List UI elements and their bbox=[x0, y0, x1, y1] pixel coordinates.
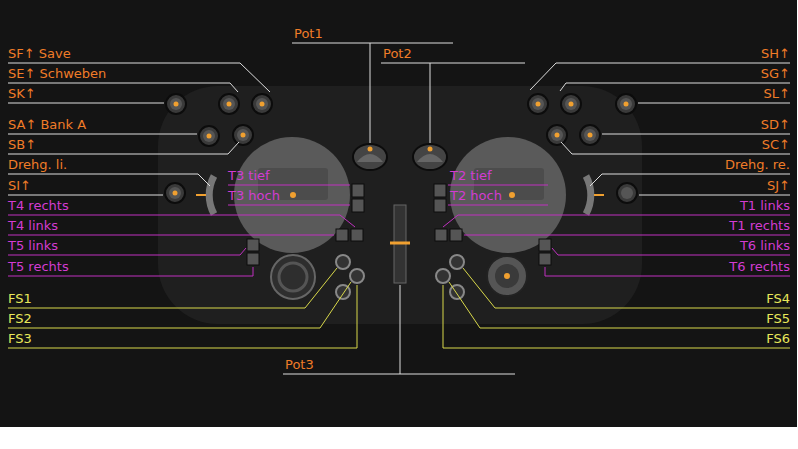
control-label: FS5 bbox=[766, 311, 790, 326]
knob bbox=[165, 94, 637, 203]
background bbox=[0, 0, 797, 427]
control-label: T1 links bbox=[740, 198, 790, 213]
control-label: SE↑ Schweben bbox=[8, 66, 106, 81]
control-label: Pot1 bbox=[294, 26, 323, 41]
pot-knob bbox=[353, 144, 447, 170]
control-label: SF↑ Save bbox=[8, 46, 71, 61]
control-label: SA↑ Bank A bbox=[8, 117, 86, 132]
control-label: T5 rechts bbox=[8, 259, 69, 274]
control-label: T4 rechts bbox=[8, 198, 69, 213]
control-label: T3 tief bbox=[228, 168, 270, 183]
control-label: Drehg. re. bbox=[725, 157, 790, 172]
control-label: SK↑ bbox=[8, 86, 36, 101]
leader-line bbox=[8, 43, 790, 374]
control-label: Pot2 bbox=[383, 46, 412, 61]
control-label: SC↑ bbox=[762, 137, 790, 152]
control-label: T4 links bbox=[8, 218, 58, 233]
control-label: T6 links bbox=[740, 238, 790, 253]
control-label: T1 rechts bbox=[729, 218, 790, 233]
control-label: Pot3 bbox=[285, 357, 314, 372]
control-label: SD↑ bbox=[761, 117, 790, 132]
control-label: SI↑ bbox=[8, 178, 31, 193]
control-label: SL↑ bbox=[764, 86, 790, 101]
control-label: T2 tief bbox=[450, 168, 492, 183]
crossfader bbox=[390, 205, 410, 283]
control-label: FS3 bbox=[8, 331, 32, 346]
control-label: FS6 bbox=[766, 331, 790, 346]
control-label: FS2 bbox=[8, 311, 32, 326]
large-button bbox=[271, 255, 527, 299]
control-label: SJ↑ bbox=[767, 178, 790, 193]
arrow-button bbox=[247, 184, 551, 265]
control-label: Drehg. li. bbox=[8, 157, 67, 172]
control-label: T5 links bbox=[8, 238, 58, 253]
control-label: SB↑ bbox=[8, 137, 36, 152]
control-label: T6 rechts bbox=[729, 259, 790, 274]
control-label: SG↑ bbox=[761, 66, 790, 81]
control-label: T3 hoch bbox=[228, 188, 280, 203]
control-label: SH↑ bbox=[761, 46, 790, 61]
control-label: FS1 bbox=[8, 291, 32, 306]
control-label: FS4 bbox=[766, 291, 790, 306]
control-label: T2 hoch bbox=[450, 188, 502, 203]
leader-line bbox=[8, 185, 790, 276]
leader-line bbox=[8, 268, 790, 348]
